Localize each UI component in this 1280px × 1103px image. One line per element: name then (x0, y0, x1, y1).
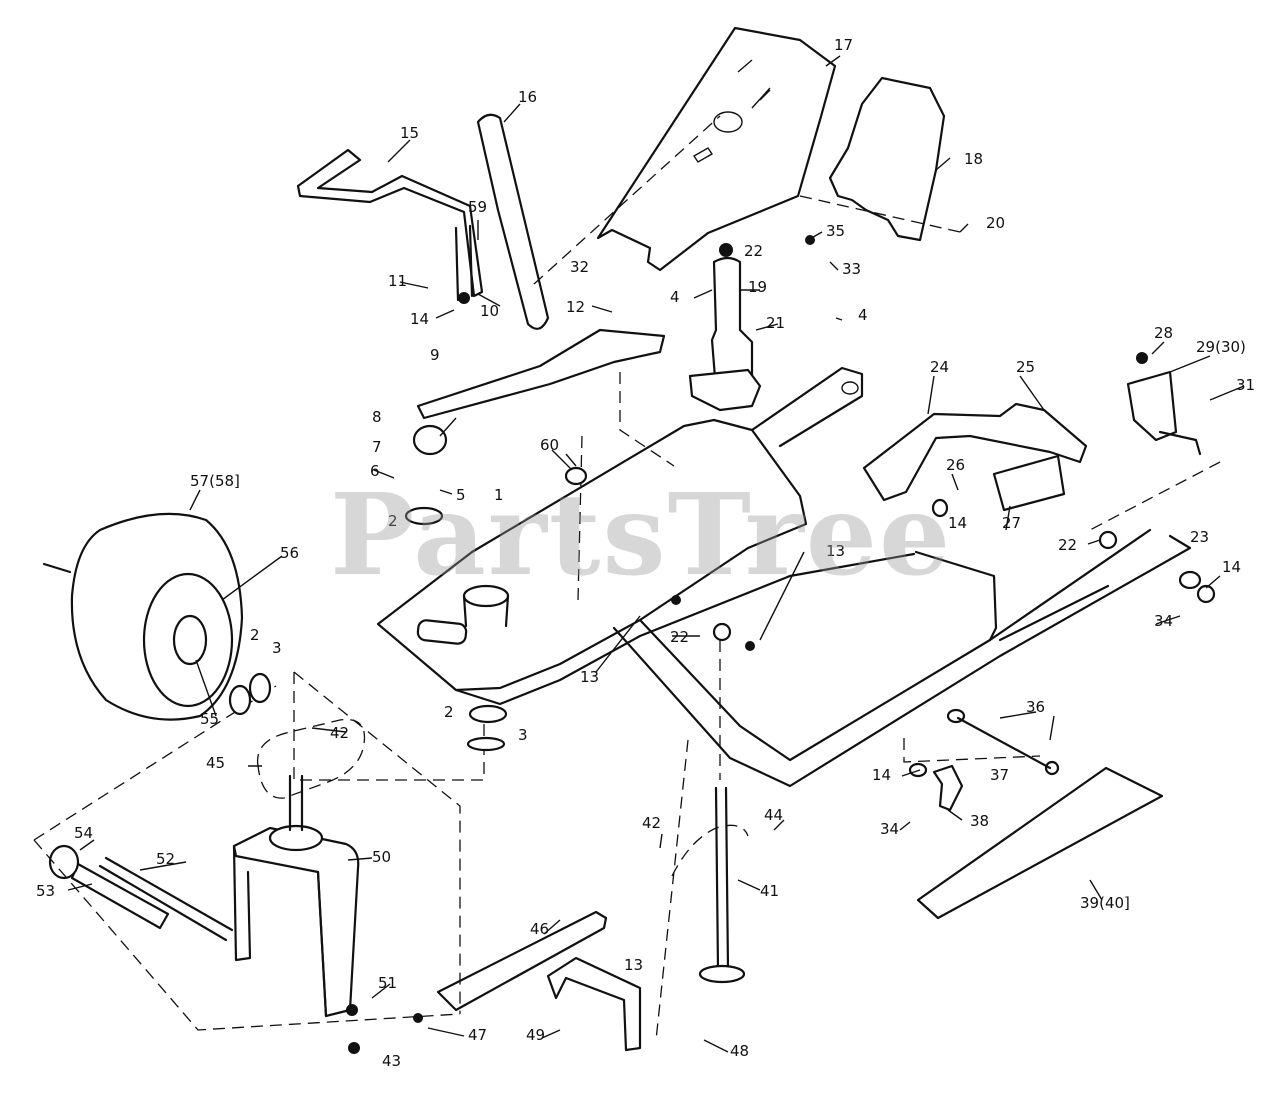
callout-50: 50 (372, 848, 391, 866)
callout-37: 37 (990, 766, 1009, 784)
callout-45: 45 (206, 754, 225, 772)
callout-38: 38 (970, 812, 989, 830)
callout-44: 44 (764, 806, 783, 824)
callout-33: 33 (842, 260, 861, 278)
callout-13: 13 (580, 668, 599, 686)
callout-22: 22 (744, 242, 763, 260)
part-1-main-frame (376, 366, 1192, 788)
watermark-text: PartsTree (330, 470, 953, 601)
callout-55: 55 (200, 710, 219, 728)
callout-3: 3 (272, 639, 282, 657)
callout-23: 23 (1190, 528, 1209, 546)
callout-35: 35 (826, 222, 845, 240)
callout-8: 8 (372, 408, 382, 426)
part-15-handle-bar (296, 148, 484, 302)
callout-60: 60 (540, 436, 559, 454)
assembly-lines (33, 115, 1221, 1041)
part-27-foot-pad (992, 454, 1066, 512)
callout-13: 13 (826, 542, 845, 560)
callout-20: 20 (986, 214, 1005, 232)
callout-12: 12 (566, 298, 585, 316)
callout-1: 1 (494, 486, 504, 504)
callout-18: 18 (964, 150, 983, 168)
callout-15: 15 (400, 124, 419, 142)
callout-52: 52 (156, 850, 175, 868)
callout-2: 2 (444, 703, 454, 721)
callout-32: 32 (570, 258, 589, 276)
callout-19: 19 (748, 278, 767, 296)
callout-42: 42 (642, 814, 661, 832)
callout-59: 59 (468, 198, 487, 216)
part-29-bracket (1126, 370, 1202, 456)
callout-47: 47 (468, 1026, 487, 1044)
callout-22: 22 (670, 628, 689, 646)
callout-34: 34 (880, 820, 899, 838)
callout-53: 53 (36, 882, 55, 900)
part-57-wheel (42, 512, 244, 721)
part-19-column (688, 256, 762, 412)
callout-14: 14 (410, 310, 429, 328)
callout-43: 43 (382, 1052, 401, 1070)
callout-29-30: 29(30) (1196, 338, 1246, 356)
callout-25: 25 (1016, 358, 1035, 376)
part-17-seat-pan (596, 26, 837, 272)
callout-13: 13 (624, 956, 643, 974)
callout-leaders (67, 55, 1245, 1053)
callout-54: 54 (74, 824, 93, 842)
callout-2: 2 (250, 626, 260, 644)
callout-46: 46 (530, 920, 549, 938)
part-46-shift-arm (436, 910, 608, 1012)
callout-14: 14 (948, 514, 967, 532)
callout-labels: 1 2 2 2 3 3 4 4 5 6 7 8 9 10 11 12 13 13… (36, 36, 1255, 1070)
callout-10: 10 (480, 302, 499, 320)
callout-17: 17 (834, 36, 853, 54)
callout-42: 42 (330, 724, 349, 742)
part-49-bracket (546, 956, 642, 1052)
callout-41: 41 (760, 882, 779, 900)
callout-16: 16 (518, 88, 537, 106)
part-52-53-54-axle (48, 844, 234, 942)
part-9-link-bar (416, 328, 666, 420)
callout-31: 31 (1236, 376, 1255, 394)
callout-11: 11 (388, 272, 407, 290)
callout-51: 51 (378, 974, 397, 992)
callout-5: 5 (456, 486, 466, 504)
callout-9: 9 (430, 346, 440, 364)
callout-48: 48 (730, 1042, 749, 1060)
callout-39-40: 39(40] (1080, 894, 1130, 912)
callout-21: 21 (766, 314, 785, 332)
part-50-drive-housing (232, 774, 360, 1018)
callout-28: 28 (1154, 324, 1173, 342)
callout-24: 24 (930, 358, 949, 376)
callout-7: 7 (372, 438, 382, 456)
callout-2: 2 (388, 512, 398, 530)
part-39-foot-mat (916, 766, 1164, 920)
callout-4: 4 (858, 306, 868, 324)
callout-36: 36 (1026, 698, 1045, 716)
callout-22: 22 (1058, 536, 1077, 554)
part-45-chain (256, 718, 366, 799)
part-16-grip-lever (476, 113, 550, 330)
callout-27: 27 (1002, 514, 1021, 532)
part-chain-center (671, 824, 749, 877)
callout-14: 14 (872, 766, 891, 784)
callout-57-58: 57(58] (190, 472, 240, 490)
callout-3: 3 (518, 726, 528, 744)
part-18-back-panel (828, 76, 946, 242)
callout-14: 14 (1222, 558, 1241, 576)
hardware-fasteners (228, 235, 1216, 1054)
callout-56: 56 (280, 544, 299, 562)
part-24-25-foot-bracket (862, 402, 1088, 502)
callout-26: 26 (946, 456, 965, 474)
part-41-shaft (698, 786, 746, 984)
callout-4: 4 (670, 288, 680, 306)
callout-49: 49 (526, 1026, 545, 1044)
